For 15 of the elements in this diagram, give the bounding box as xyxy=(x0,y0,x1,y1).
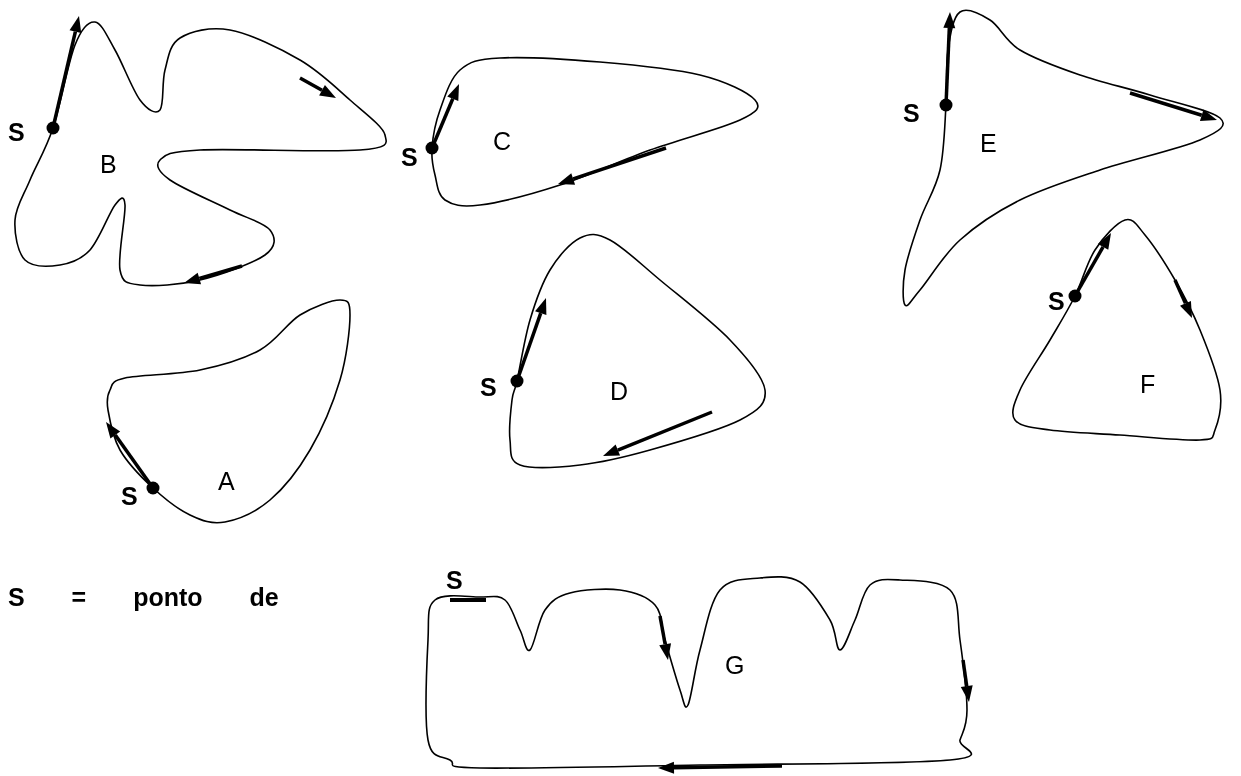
start-label: S xyxy=(903,101,920,126)
start-label: S xyxy=(401,145,418,170)
shape-letter: E xyxy=(980,131,997,156)
start-label: S xyxy=(8,120,25,145)
definition-text: S = ponto de xyxy=(8,583,279,612)
start-label: S xyxy=(121,484,138,509)
shape-letter: G xyxy=(725,653,745,678)
shape-letter: F xyxy=(1140,372,1156,397)
start-label: S xyxy=(480,375,497,400)
shape-letter: D xyxy=(610,379,629,404)
shape-letter: B xyxy=(100,152,117,177)
start-label: S xyxy=(1048,289,1065,314)
shape-letter: A xyxy=(218,469,235,494)
shape-letter: C xyxy=(493,129,512,154)
start-label: S xyxy=(446,568,463,593)
